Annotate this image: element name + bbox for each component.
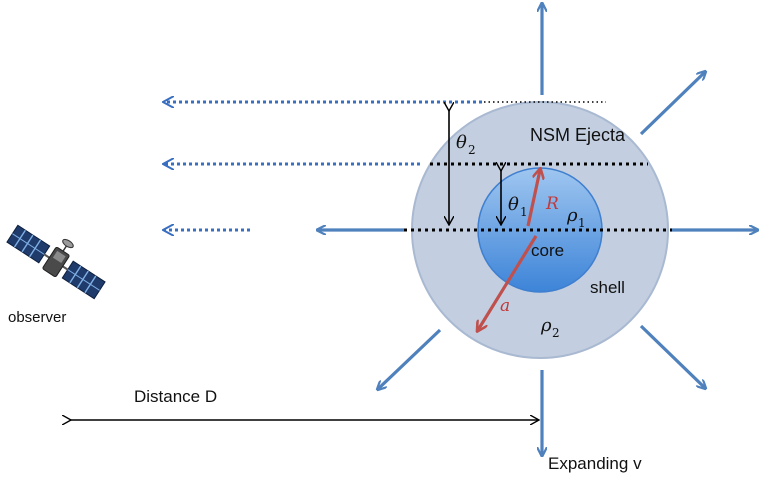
core-radius-label: R	[545, 194, 559, 214]
expand-arrow-down-left	[378, 328, 442, 389]
rho1-label: ρ 1	[566, 205, 586, 230]
reference-lines	[404, 101, 672, 232]
expand-arrow-down-right	[639, 324, 705, 388]
expansion-arrows	[318, 4, 757, 455]
ejecta-label: NSM Ejecta	[530, 125, 626, 145]
theta-arrows	[449, 110, 501, 224]
svg-text:θ: θ	[508, 194, 519, 215]
shell-label: shell	[590, 278, 625, 297]
theta1-label: θ 1	[508, 194, 528, 219]
light-rays	[165, 102, 482, 230]
distance-label: Distance D	[134, 387, 217, 406]
satellite-icon	[6, 224, 106, 300]
core-label: core	[531, 241, 564, 260]
svg-text:1: 1	[520, 205, 528, 219]
svg-text:2: 2	[468, 143, 476, 157]
expand-arrow-up-right	[639, 72, 705, 136]
observer-label: observer	[8, 309, 66, 326]
svg-text:ρ: ρ	[540, 315, 552, 336]
theta2-label: θ 2	[456, 132, 476, 157]
svg-text:2: 2	[552, 326, 560, 340]
radius-arrows	[478, 170, 540, 330]
shell-radius-arrow	[478, 235, 538, 330]
svg-text:θ: θ	[456, 132, 467, 153]
rho2-label: ρ 2	[540, 315, 560, 340]
core-radius-arrow	[526, 170, 540, 227]
expanding-label: Expanding v	[548, 454, 642, 473]
svg-text:1: 1	[578, 216, 586, 230]
svg-text:ρ: ρ	[566, 205, 578, 226]
shell-radius-label: a	[500, 296, 510, 316]
